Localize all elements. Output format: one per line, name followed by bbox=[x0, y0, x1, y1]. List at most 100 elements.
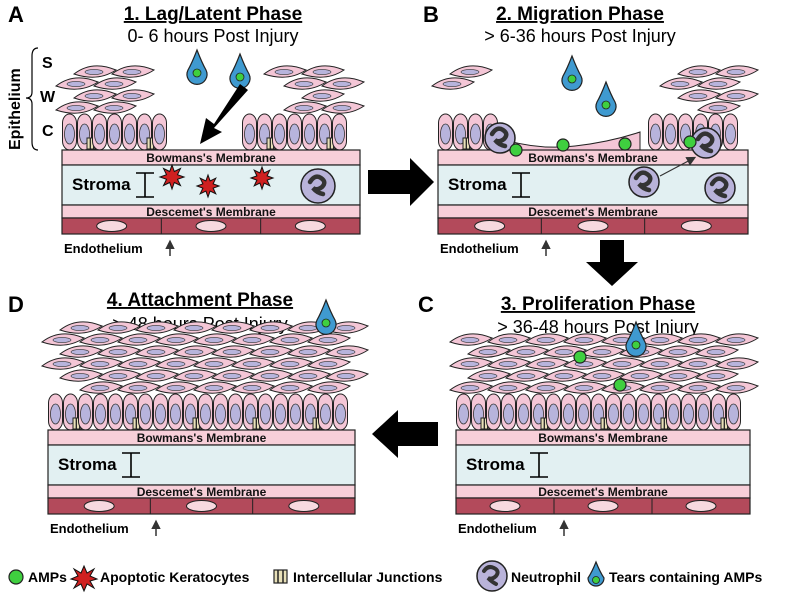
panel-a-subtitle: 0- 6 hours Post Injury bbox=[127, 26, 298, 46]
squamous-cell bbox=[430, 77, 476, 90]
squamous-cell bbox=[524, 357, 570, 370]
stroma-thickness-marker bbox=[530, 452, 548, 478]
tear-drop bbox=[315, 298, 337, 335]
descemets-membrane: Descemet's Membrane bbox=[61, 204, 361, 219]
neutrophil-migration-arrow bbox=[659, 156, 697, 177]
amp-dot bbox=[509, 143, 523, 157]
squamous-cell bbox=[448, 381, 494, 394]
legend-neutrophil-label: Neutrophil bbox=[511, 569, 581, 585]
basal-cell bbox=[153, 393, 168, 431]
squamous-cell bbox=[230, 333, 276, 346]
basal-cell bbox=[318, 393, 333, 431]
basal-cell bbox=[122, 113, 137, 151]
panel-b-letter: B bbox=[423, 2, 439, 27]
panel-a-title: 1. Lag/Latent Phase bbox=[124, 4, 302, 25]
squamous-cell bbox=[694, 345, 740, 358]
squamous-cell bbox=[110, 89, 156, 102]
squamous-cell bbox=[676, 381, 722, 394]
basal-cell bbox=[696, 393, 711, 431]
injury-arrow bbox=[200, 84, 248, 144]
arrow-a-to-b bbox=[368, 158, 434, 206]
squamous-cell bbox=[116, 333, 162, 346]
squamous-cell bbox=[638, 381, 684, 394]
squamous-cell bbox=[154, 333, 200, 346]
stroma-label: Stroma bbox=[466, 455, 525, 474]
bowmans-membrane: Bowmans's Membrane bbox=[455, 429, 751, 446]
basal-cell bbox=[546, 393, 561, 431]
neutrophil-legend-icon bbox=[476, 560, 508, 592]
squamous-cell bbox=[110, 65, 156, 78]
squamous-cell bbox=[78, 381, 124, 394]
junction-legend-icon bbox=[273, 569, 288, 584]
squamous-cell bbox=[210, 321, 256, 334]
squamous-cell bbox=[486, 357, 532, 370]
squamous-cell bbox=[324, 345, 370, 358]
squamous-cell bbox=[40, 333, 86, 346]
stroma-thickness-marker bbox=[512, 172, 530, 198]
apoptotic-keratocyte bbox=[158, 163, 186, 191]
basal-cell bbox=[213, 393, 228, 431]
epithelium-bracket bbox=[25, 47, 39, 151]
squamous-cell bbox=[58, 369, 104, 382]
bowmans-membrane: Bowmans's Membrane bbox=[47, 429, 356, 446]
squamous-cell bbox=[134, 321, 180, 334]
squamous-cell bbox=[676, 357, 722, 370]
squamous-cell bbox=[306, 381, 352, 394]
amp-legend-icon bbox=[8, 569, 24, 585]
epithelium bbox=[54, 65, 366, 151]
tear-drop bbox=[186, 48, 208, 85]
basal-cell bbox=[333, 393, 348, 431]
squamous-cell bbox=[192, 333, 238, 346]
layer-c-label: C bbox=[42, 123, 54, 140]
descemets-membrane: Descemet's Membrane bbox=[455, 484, 751, 499]
panel-d-letter: D bbox=[8, 292, 24, 317]
apoptotic-keratocyte bbox=[249, 165, 275, 191]
squamous-cell bbox=[524, 333, 570, 346]
squamous-cell bbox=[562, 381, 608, 394]
bowman-label: Bowmans's Membrane bbox=[146, 151, 276, 165]
stroma-label: Stroma bbox=[448, 175, 507, 194]
endothelium-label: Endothelium bbox=[64, 241, 143, 256]
squamous-cell bbox=[504, 345, 550, 358]
squamous-cell bbox=[580, 369, 626, 382]
squamous-cell bbox=[676, 89, 722, 102]
descemet-label: Descemet's Membrane bbox=[538, 485, 668, 499]
squamous-cell bbox=[562, 333, 608, 346]
basal-cell bbox=[438, 113, 453, 151]
squamous-cell bbox=[524, 381, 570, 394]
endothelium-caption: Endothelium bbox=[458, 519, 569, 536]
neutrophil bbox=[690, 127, 722, 159]
squamous-cell bbox=[96, 321, 142, 334]
basal-cell bbox=[606, 393, 621, 431]
basal-cell bbox=[663, 113, 678, 151]
panel-c-title: 3. Proliferation Phase bbox=[501, 294, 695, 315]
layer-s-label: S bbox=[42, 55, 53, 72]
stroma-layer: Stroma bbox=[455, 444, 751, 486]
bowman-label: Bowmans's Membrane bbox=[528, 151, 658, 165]
squamous-cell bbox=[676, 65, 722, 78]
squamous-cell bbox=[638, 357, 684, 370]
amp-dot bbox=[683, 135, 697, 149]
squamous-cell bbox=[282, 77, 328, 90]
squamous-cell bbox=[134, 345, 180, 358]
squamous-cell bbox=[72, 89, 118, 102]
neutrophil bbox=[300, 168, 336, 204]
basal-cell bbox=[168, 393, 183, 431]
basal-cell bbox=[138, 393, 153, 431]
bowmans-membrane: Bowmans's Membrane bbox=[61, 149, 361, 166]
layer-w-label: W bbox=[40, 89, 56, 106]
squamous-cell bbox=[714, 89, 760, 102]
apoptotic-keratocyte bbox=[195, 173, 221, 199]
basal-cell bbox=[258, 393, 273, 431]
squamous-cell bbox=[172, 369, 218, 382]
basal-cell bbox=[272, 113, 287, 151]
squamous-cell bbox=[286, 345, 332, 358]
epithelium bbox=[40, 321, 370, 431]
basal-cell bbox=[228, 393, 243, 431]
stroma-thickness-marker bbox=[122, 452, 140, 478]
endothelium-layer bbox=[437, 217, 749, 235]
squamous-cell bbox=[248, 321, 294, 334]
squamous-cell bbox=[154, 357, 200, 370]
basal-cell bbox=[648, 113, 663, 151]
